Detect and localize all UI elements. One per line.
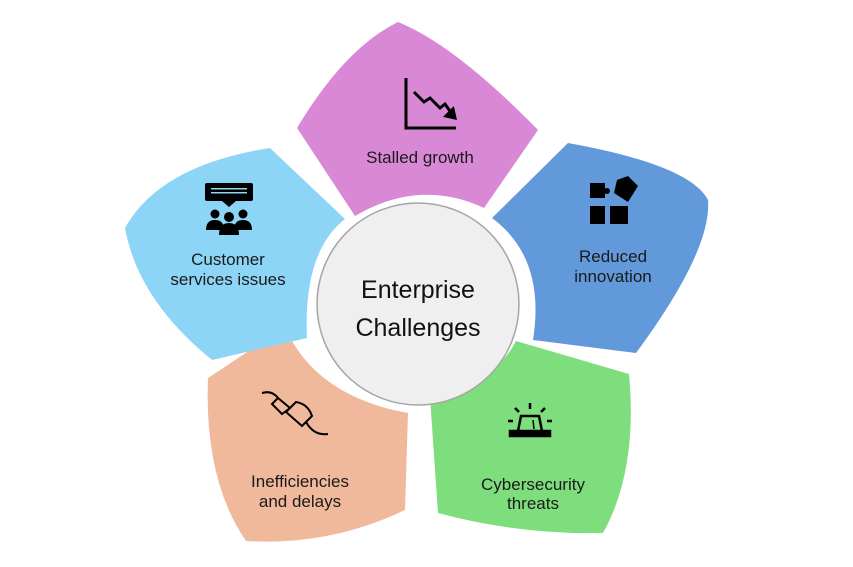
customer-feedback-icon <box>205 183 253 235</box>
label-reduced-innovation-2: innovation <box>574 267 652 286</box>
center-title-line2: Challenges <box>355 314 480 342</box>
puzzle-icon <box>590 176 638 224</box>
unplugged-icon <box>261 391 329 436</box>
label-stalled-growth: Stalled growth <box>366 148 474 167</box>
label-reduced-innovation-1: Reduced <box>579 247 647 266</box>
alarm-siren-icon <box>508 403 552 438</box>
petal-reduced-innovation <box>492 143 709 353</box>
label-customer-2: services issues <box>170 270 285 289</box>
declining-chart-icon <box>404 78 457 130</box>
petal-customer-service-issues <box>125 148 345 360</box>
label-inefficiencies-1: Inefficiencies <box>251 472 349 491</box>
label-inefficiencies-2: and delays <box>259 492 341 511</box>
center-circle <box>316 202 520 406</box>
label-customer-1: Customer <box>191 250 265 269</box>
petal-inefficiencies-delays <box>207 327 408 542</box>
center-title-line1: Enterprise <box>361 276 475 304</box>
label-cybersecurity-2: threats <box>507 494 559 513</box>
petal-stalled-growth <box>297 22 538 216</box>
label-cybersecurity-1: Cybersecurity <box>481 475 585 494</box>
